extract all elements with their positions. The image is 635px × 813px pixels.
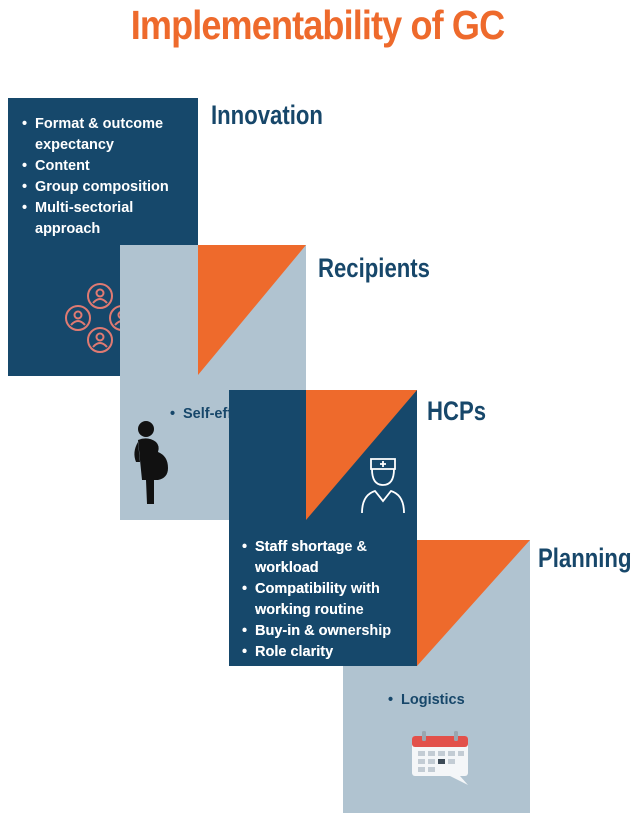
nurse-icon xyxy=(361,458,405,514)
innovation-items: Format & outcome expectancy Content Grou… xyxy=(22,114,194,240)
list-item: Staff shortage & workload xyxy=(242,537,420,579)
list-item: Compatibility with working routine xyxy=(242,579,420,621)
list-item: Format & outcome expectancy xyxy=(22,114,194,156)
planning-items: Logistics xyxy=(388,690,518,711)
innovation-label: Innovation xyxy=(211,100,323,130)
hcps-items-overlap: Staff shortage & workload Compatibility … xyxy=(242,537,420,663)
recipients-label: Recipients xyxy=(318,253,430,283)
recipients-orange-triangle xyxy=(198,245,306,375)
pregnant-woman-icon xyxy=(134,421,168,504)
list-item: Multi-sectorial approach xyxy=(22,198,194,240)
list-item: Content xyxy=(22,156,194,177)
planning-label: Planning xyxy=(538,543,632,573)
diagram-title: Implementability of GC xyxy=(130,2,505,48)
list-item: Logistics xyxy=(388,690,518,711)
hcps-orange-triangle xyxy=(306,390,417,520)
calendar-icon xyxy=(412,731,468,785)
list-item: Buy-in & ownership xyxy=(242,621,420,642)
planning-orange-triangle xyxy=(417,540,530,666)
list-item: Role clarity xyxy=(242,642,420,663)
list-item: Group composition xyxy=(22,177,194,198)
hcps-label: HCPs xyxy=(427,396,487,426)
